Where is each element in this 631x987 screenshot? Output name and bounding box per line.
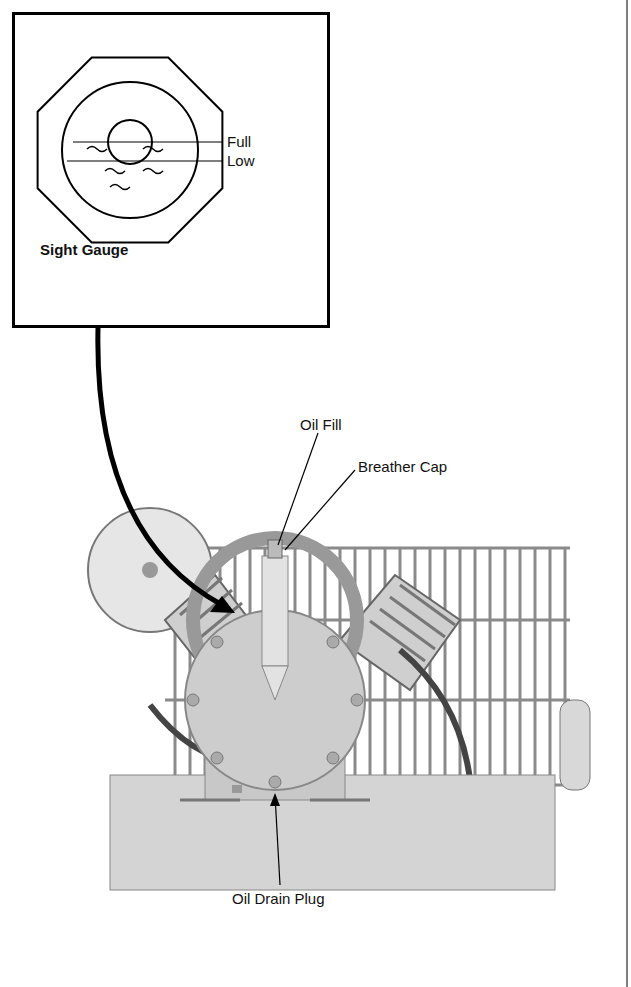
arrowhead (210, 596, 235, 613)
page-frame (626, 0, 628, 987)
sight-gauge-symbol (15, 15, 327, 325)
arrowhead (270, 793, 280, 806)
part-label: Oil Fill (300, 416, 342, 433)
inset-title: Sight Gauge (40, 241, 128, 258)
leader-lines (275, 433, 355, 885)
pointer-arrow (98, 328, 222, 605)
part-label: Oil Drain Plug (232, 890, 325, 907)
inset-box: FullLowSight Gauge (12, 12, 330, 328)
pump-photo (88, 508, 590, 890)
level-label: Low (227, 152, 255, 169)
level-label: Full (227, 133, 251, 150)
part-label: Breather Cap (358, 458, 447, 475)
